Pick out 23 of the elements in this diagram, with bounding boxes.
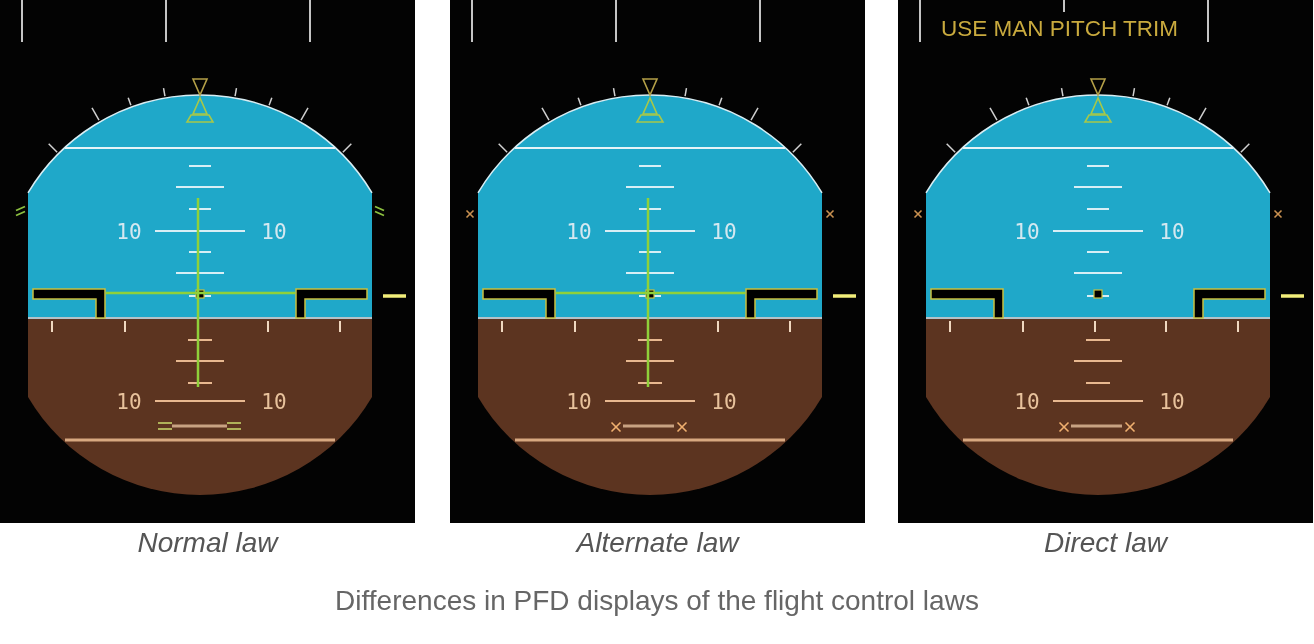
attitude-sphere	[28, 95, 372, 495]
display-panel	[450, 0, 865, 523]
figure-caption: Differences in PFD displays of the flight control laws	[334, 587, 980, 615]
display-panel	[0, 0, 415, 523]
display-panel	[898, 0, 1313, 523]
pitch-scale-label: 10	[261, 391, 287, 413]
pitch-scale-label: 10	[116, 391, 142, 413]
pitch-scale-label: 10	[1014, 221, 1040, 243]
panel-caption: Normal law	[136, 529, 280, 557]
warning-message: USE MAN PITCH TRIM	[941, 18, 1179, 41]
pitch-scale-label: 10	[1159, 391, 1185, 413]
pitch-scale-label: 10	[116, 221, 142, 243]
panel-caption: Alternate law	[574, 529, 741, 557]
pitch-scale-label: 10	[711, 221, 737, 243]
pitch-scale-label: 10	[261, 221, 287, 243]
pitch-scale-label: 10	[1159, 221, 1185, 243]
pitch-scale-label: 10	[1014, 391, 1040, 413]
attitude-sphere	[926, 95, 1270, 495]
pitch-scale-label: 10	[711, 391, 737, 413]
attitude-sphere	[478, 95, 822, 495]
pitch-scale-label: 10	[566, 221, 592, 243]
pitch-scale-label: 10	[566, 391, 592, 413]
panel-caption: Direct law	[1043, 529, 1170, 557]
